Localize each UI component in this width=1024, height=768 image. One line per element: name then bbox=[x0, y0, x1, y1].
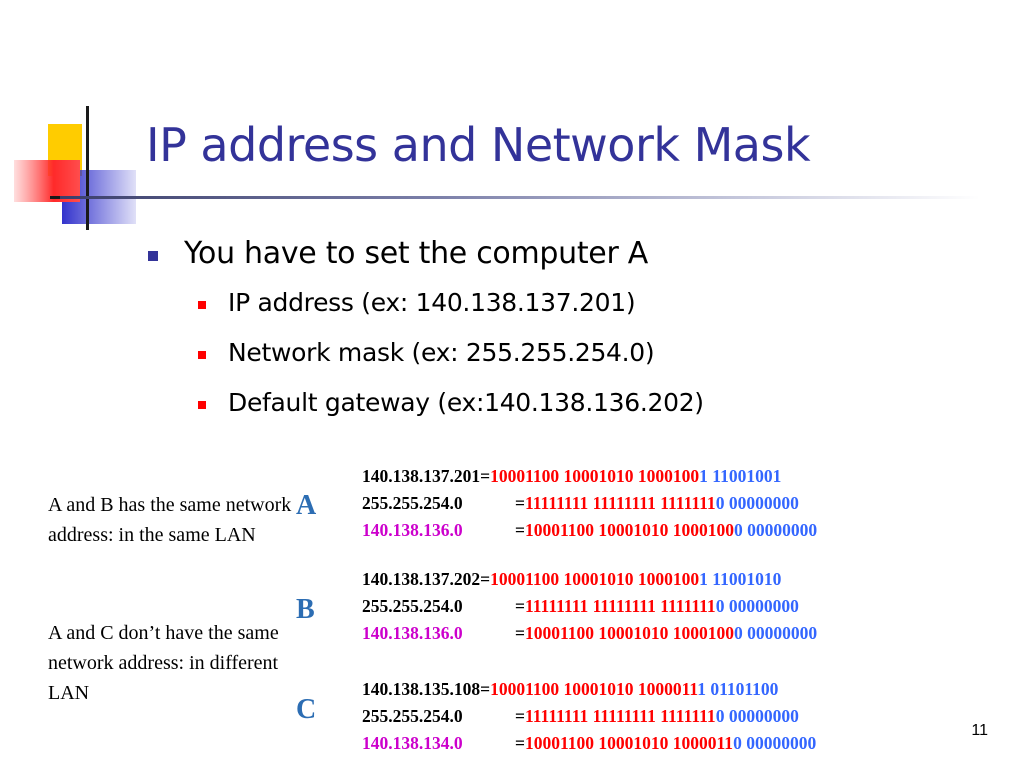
network-address-row: 140.138.136.0 =10001100 10001010 10001000… bbox=[362, 517, 817, 544]
network-bits: 10001100 10001010 1000011 bbox=[524, 733, 734, 753]
network-bits: 10001100 10001010 1000100 bbox=[524, 623, 735, 643]
host-bits: 0 00000000 bbox=[734, 520, 818, 540]
equals-sign: = bbox=[515, 706, 525, 726]
network-bits: 11111111 11111111 1111111 bbox=[524, 493, 716, 513]
calc-block-b: 140.138.137.202=10001100 10001010 100010… bbox=[362, 566, 817, 647]
network-bits: 10001100 10001010 1000100 bbox=[524, 520, 735, 540]
bullet-main-text: You have to set the computer A bbox=[184, 236, 648, 271]
slide-title: IP address and Network Mask bbox=[146, 118, 811, 172]
mask-decimal: 255.255.254.0 bbox=[362, 493, 463, 513]
equals-sign: = bbox=[515, 596, 525, 616]
ip-decimal: 140.138.137.202= bbox=[362, 569, 491, 589]
ip-row: 140.138.137.201=10001100 10001010 100010… bbox=[362, 463, 817, 490]
ip-decimal: 140.138.137.201= bbox=[362, 466, 491, 486]
bullet-main: You have to set the computer A bbox=[148, 236, 648, 271]
host-bits: 0 00000000 bbox=[734, 623, 818, 643]
calc-block-c: 140.138.135.108=10001100 10001010 100001… bbox=[362, 676, 816, 757]
network-bits: 11111111 11111111 1111111 bbox=[524, 596, 716, 616]
host-bits: 0 00000000 bbox=[715, 493, 799, 513]
bullet-sub-text: IP address (ex: 140.138.137.201) bbox=[228, 288, 636, 317]
note-same-lan: A and B has the same network address: in… bbox=[48, 494, 292, 546]
page-number: 11 bbox=[971, 722, 988, 739]
bullet-sub-gateway: Default gateway (ex:140.138.136.202) bbox=[198, 388, 704, 417]
bullet-sub-mask: Network mask (ex: 255.255.254.0) bbox=[198, 338, 655, 367]
host-bits: 0 00000000 bbox=[733, 733, 817, 753]
network-address-decimal: 140.138.136.0 bbox=[362, 520, 463, 540]
host-label-c: C bbox=[296, 694, 317, 725]
bullet-sub-text: Default gateway (ex:140.138.136.202) bbox=[228, 388, 704, 417]
bullet-square-icon bbox=[148, 251, 158, 261]
note-different-lan: A and C don’t have the same network addr… bbox=[48, 622, 279, 704]
network-bits: 10001100 10001010 1000011 bbox=[490, 679, 698, 699]
host-bits: 1 11001001 bbox=[699, 466, 782, 486]
equals-sign: = bbox=[515, 733, 525, 753]
mask-row: 255.255.254.0 =11111111 11111111 11111110… bbox=[362, 593, 817, 620]
equals-sign: = bbox=[515, 493, 525, 513]
bullet-square-icon bbox=[198, 401, 206, 409]
host-bits: 1 11001010 bbox=[699, 569, 782, 589]
ip-row: 140.138.135.108=10001100 10001010 100001… bbox=[362, 676, 816, 703]
mask-decimal: 255.255.254.0 bbox=[362, 596, 463, 616]
network-address-row: 140.138.134.0 =10001100 10001010 10000110… bbox=[362, 730, 816, 757]
mask-decimal: 255.255.254.0 bbox=[362, 706, 463, 726]
calc-block-a: 140.138.137.201=10001100 10001010 100010… bbox=[362, 463, 817, 544]
host-bits: 0 00000000 bbox=[715, 706, 799, 726]
network-address-decimal: 140.138.136.0 bbox=[362, 623, 463, 643]
mask-row: 255.255.254.0 =11111111 11111111 11111110… bbox=[362, 703, 816, 730]
host-bits: 0 00000000 bbox=[715, 596, 799, 616]
host-label-b: B bbox=[296, 594, 315, 625]
network-address-decimal: 140.138.134.0 bbox=[362, 733, 463, 753]
network-bits: 10001100 10001010 1000100 bbox=[490, 569, 700, 589]
bullet-square-icon bbox=[198, 301, 206, 309]
network-bits: 10001100 10001010 1000100 bbox=[490, 466, 700, 486]
title-underline bbox=[60, 196, 980, 199]
host-bits: 1 01101100 bbox=[697, 679, 779, 699]
network-bits: 11111111 11111111 1111111 bbox=[524, 706, 716, 726]
bullet-square-icon bbox=[198, 351, 206, 359]
network-address-row: 140.138.136.0 =10001100 10001010 10001000… bbox=[362, 620, 817, 647]
equals-sign: = bbox=[515, 520, 525, 540]
equals-sign: = bbox=[515, 623, 525, 643]
ip-row: 140.138.137.202=10001100 10001010 100010… bbox=[362, 566, 817, 593]
ip-decimal: 140.138.135.108= bbox=[362, 679, 491, 699]
slide-logo-decoration bbox=[14, 106, 140, 230]
host-label-a: A bbox=[296, 490, 317, 521]
bullet-sub-text: Network mask (ex: 255.255.254.0) bbox=[228, 338, 655, 367]
mask-row: 255.255.254.0 =11111111 11111111 11111110… bbox=[362, 490, 817, 517]
bullet-sub-ip: IP address (ex: 140.138.137.201) bbox=[198, 288, 636, 317]
